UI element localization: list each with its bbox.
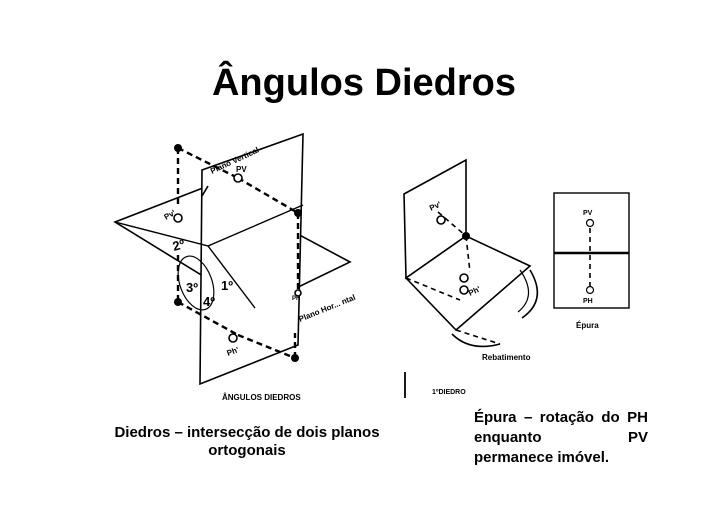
- vertical-plane: [199, 132, 304, 386]
- page-title: Ângulos Diedros: [211, 62, 517, 104]
- caption-left: Diedros – intersecção de dois planos ort…: [92, 424, 402, 460]
- caption-right: Épura – rotação do PH enquanto PV perman…: [474, 409, 648, 466]
- plane-horizontal-label: Plano Hor... ntal: [297, 293, 356, 324]
- ph-label: PH: [292, 296, 300, 302]
- caption-left-line1: Diedros – intersecção de dois planos: [114, 424, 380, 441]
- pv-label: PV: [236, 165, 247, 174]
- left-figure-caption: ÂNGULOS DIEDROS: [222, 393, 301, 402]
- dihedral-2-label: 2º: [171, 236, 187, 254]
- rb-pv-prime-label: Pv': [428, 200, 442, 213]
- ph-prime-label: Ph': [226, 345, 241, 358]
- ground-line: [207, 204, 304, 247]
- dihedral-3-label: 3º: [186, 280, 198, 295]
- rebatimento-label: Rebatimento: [482, 353, 531, 362]
- dihedral-1-label: 1º: [221, 278, 233, 293]
- rebatimento-figure: [403, 158, 539, 348]
- caption-left-line2: ortogonais: [208, 442, 286, 459]
- epura-diagram: [553, 192, 630, 309]
- rb-horizontal-plane: [404, 235, 532, 332]
- dihedral-angles-figure: [113, 132, 352, 386]
- diedro-label: 1ºDIEDRO: [432, 389, 466, 396]
- dihedral-ellipse: [177, 255, 215, 311]
- epura-caption: Épura: [576, 321, 599, 330]
- epura-ph-label: PH: [583, 298, 593, 305]
- epura-pv-label: PV: [583, 210, 593, 217]
- dihedral-4-label: 4º: [203, 294, 215, 309]
- epura-labels: PV PH Épura: [576, 210, 599, 330]
